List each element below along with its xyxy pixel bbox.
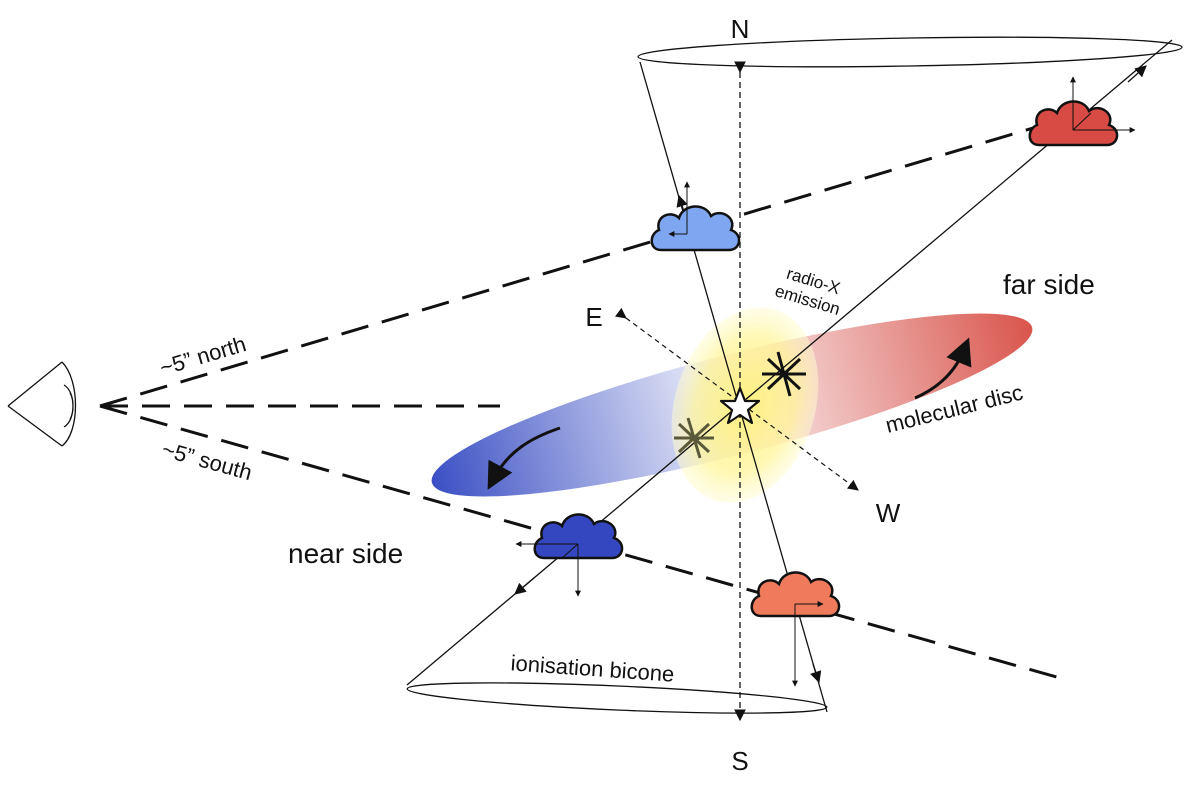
lines-of-sight bbox=[99, 118, 1061, 680]
north-label: N bbox=[731, 14, 750, 44]
cloud-icon bbox=[650, 181, 741, 252]
asterisk-icon bbox=[762, 351, 806, 397]
north-offset-label: ~5” north bbox=[157, 331, 249, 380]
bicone-upper-rim bbox=[637, 36, 1183, 68]
disc-rotation-arrow bbox=[487, 426, 561, 490]
ionisation-bicone-label: ionisation bicone bbox=[510, 650, 675, 686]
south-label: S bbox=[731, 746, 748, 776]
east-label: E bbox=[585, 302, 602, 332]
west-label: W bbox=[876, 498, 901, 528]
radio-x-emission-label: radio-X emission bbox=[773, 264, 843, 319]
cloud-icon bbox=[1028, 76, 1136, 147]
eye-icon bbox=[7, 361, 77, 447]
cloud-icon bbox=[750, 571, 841, 687]
bicone-flow-arrows bbox=[514, 65, 1147, 684]
far-side-label: far side bbox=[1003, 269, 1095, 300]
bicone-lower-rim bbox=[406, 682, 828, 714]
near-side-label: near side bbox=[288, 538, 403, 569]
south-offset-label: ~5” south bbox=[159, 436, 255, 485]
disc-rotation-arrow bbox=[914, 337, 972, 400]
cloud-icon bbox=[515, 513, 624, 597]
asterisk-icon bbox=[674, 417, 714, 459]
star-icon bbox=[719, 386, 761, 425]
